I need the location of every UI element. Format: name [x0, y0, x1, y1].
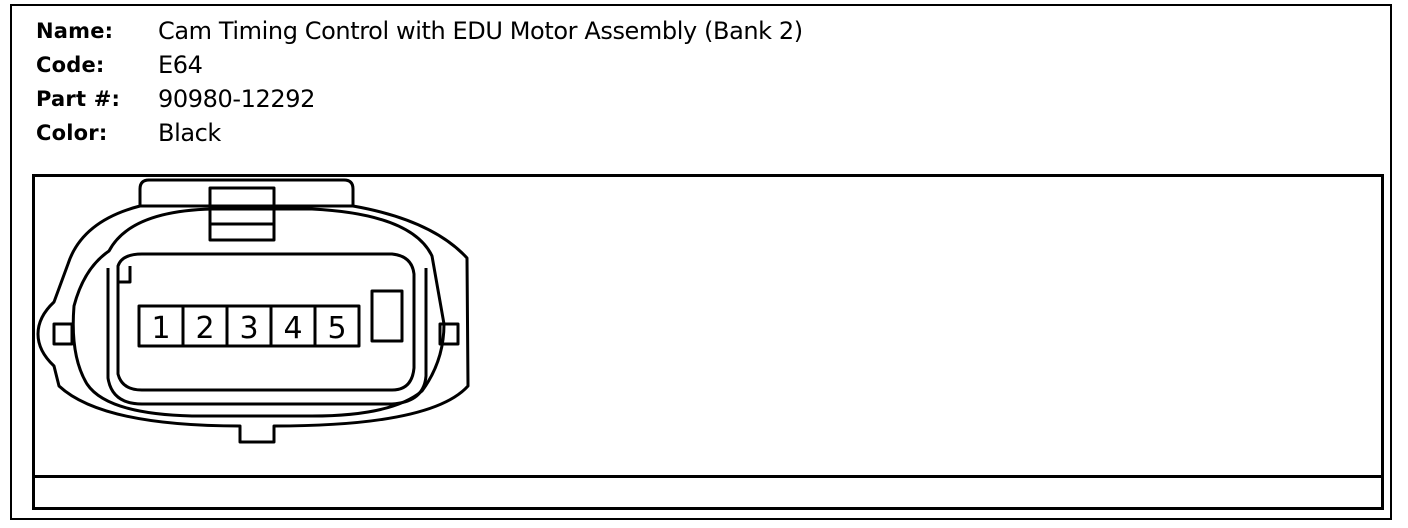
part-value: 90980-12292 — [158, 85, 315, 113]
key-slot — [370, 289, 404, 343]
pin-label-3: 3 — [239, 311, 258, 346]
diagram-bottom-band — [35, 475, 1381, 478]
part-row: Part #: 90980-12292 — [36, 84, 315, 114]
code-value: E64 — [158, 51, 203, 79]
name-row: Name: Cam Timing Control with EDU Motor … — [36, 16, 803, 46]
pin-label-1: 1 — [151, 311, 170, 346]
pin-label-4: 4 — [283, 311, 302, 346]
connector-info-card: Name: Cam Timing Control with EDU Motor … — [10, 4, 1392, 520]
pin-label-2: 2 — [195, 311, 214, 346]
code-row: Code: E64 — [36, 50, 203, 80]
right-ear — [438, 322, 460, 346]
pin-label-5: 5 — [327, 311, 346, 346]
pin-box — [313, 304, 361, 348]
left-ear — [52, 322, 74, 346]
connector-face-drawing: 1 2 3 4 5 — [36, 178, 470, 444]
terminal-cavity — [116, 252, 416, 392]
part-label: Part #: — [36, 87, 121, 111]
color-label: Color: — [36, 121, 108, 145]
latch-frame — [208, 186, 276, 242]
color-row: Color: Black — [36, 118, 221, 148]
connector-diagram-box — [32, 174, 1384, 510]
name-label: Name: — [36, 19, 114, 43]
housing-outer-outline — [36, 178, 470, 444]
code-label: Code: — [36, 53, 105, 77]
color-value: Black — [158, 119, 221, 147]
name-value: Cam Timing Control with EDU Motor Assemb… — [158, 17, 803, 45]
